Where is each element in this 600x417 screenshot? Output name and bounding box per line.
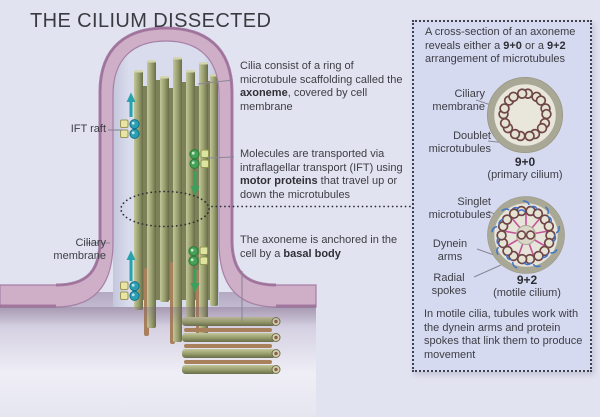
cross-section-9-2-type: (motile cilium) <box>493 287 561 299</box>
panel-label-ciliary-membrane: Ciliary membrane <box>432 88 485 113</box>
panel-label-radial-spokes: Radial spokes <box>431 272 467 297</box>
note-ift-transport: Molecules are transported via intraflage… <box>240 148 403 201</box>
cross-section-panel <box>412 20 592 372</box>
axoneme-microtubules <box>134 57 218 344</box>
label-ciliary-membrane: Ciliary membrane <box>53 237 106 262</box>
cross-section-9-2-label: 9+2 <box>516 273 538 287</box>
page-title: THE CILIUM DISSECTED <box>30 10 272 32</box>
note-basal-body: The axoneme is anchored in the cell by a… <box>240 234 398 260</box>
panel-label-singlet-microtubules: Singlet microtubules <box>428 196 491 221</box>
up-arrow-icon <box>126 92 136 102</box>
up-arrow-icon <box>126 250 136 260</box>
note-axoneme: Cilia consist of a ring of microtubule s… <box>240 60 403 113</box>
cell-membrane <box>0 26 317 326</box>
down-arrow-icon <box>190 283 200 293</box>
cross-section-ellipse <box>120 190 210 228</box>
cross-section-9-0-label: 9+0 <box>514 155 536 169</box>
panel-label-doublet-microtubules: Doublet microtubules <box>428 130 491 155</box>
down-arrow-icon <box>190 186 200 196</box>
panel-label-dynein-arms: Dynein arms <box>432 238 468 263</box>
cross-section-9-0-type: (primary cilium) <box>487 169 563 181</box>
panel-outro: In motile cilia, tubules work with the d… <box>424 308 583 361</box>
cross-section-9-2 <box>487 196 565 274</box>
cross-section-9-0 <box>487 76 564 154</box>
panel-intro: A cross-section of an axoneme reveals ei… <box>425 26 576 65</box>
ift-transport <box>120 92 209 301</box>
label-ift-raft: IFT raft <box>70 123 106 135</box>
